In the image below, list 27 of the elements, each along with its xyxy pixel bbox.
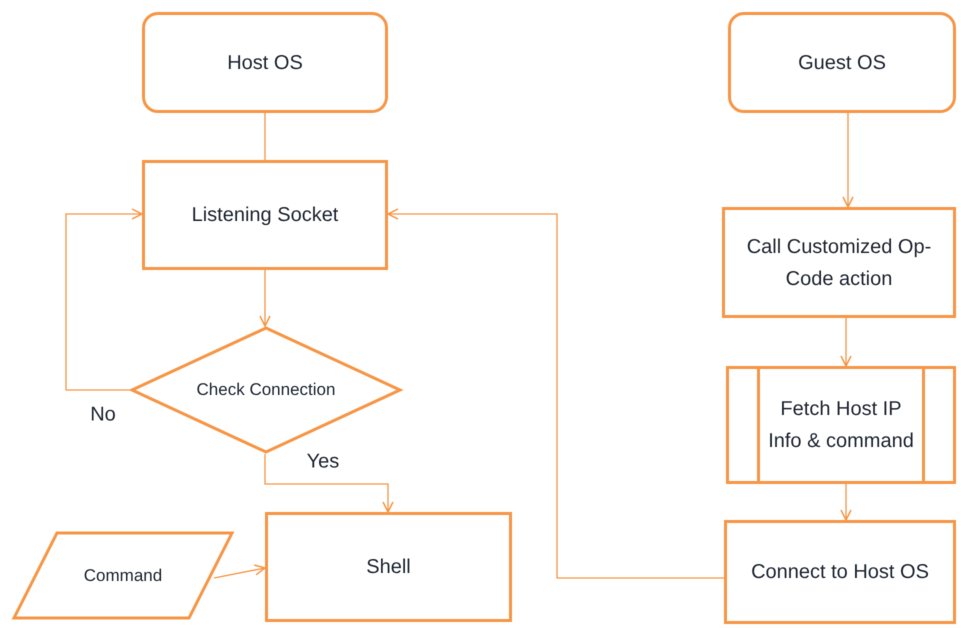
process-box: [724, 520, 956, 624]
node-text: Guest OS: [798, 50, 886, 76]
input-parallelogram: [12, 531, 234, 620]
arrow: [264, 454, 394, 513]
node-text: Fetch Host IP Info & command: [767, 397, 915, 454]
arrow: [840, 484, 852, 521]
node-text: Command: [84, 564, 162, 587]
node-text: Connect to Host OS: [751, 560, 929, 585]
process-box: [142, 160, 388, 270]
predefined-process-box: [726, 366, 956, 484]
node-text: Call Customized Op-Code action: [746, 234, 932, 292]
decision-diamond: [130, 326, 402, 454]
arrow: [840, 318, 852, 367]
process-box: [722, 207, 956, 318]
arrow: [387, 208, 724, 579]
terminal-box: [728, 12, 956, 113]
node-text: Shell: [366, 555, 411, 580]
arrow: [65, 208, 143, 391]
node-text: Host OS: [227, 50, 303, 76]
terminal-box: [142, 12, 388, 113]
node-text: Check Connection: [196, 379, 336, 402]
arrow: [214, 564, 266, 579]
process-box: [265, 512, 512, 622]
node-text: Listening Socket: [192, 203, 338, 228]
arrow: [842, 113, 854, 208]
arrow: [259, 270, 271, 327]
connector-line: [264, 113, 266, 160]
